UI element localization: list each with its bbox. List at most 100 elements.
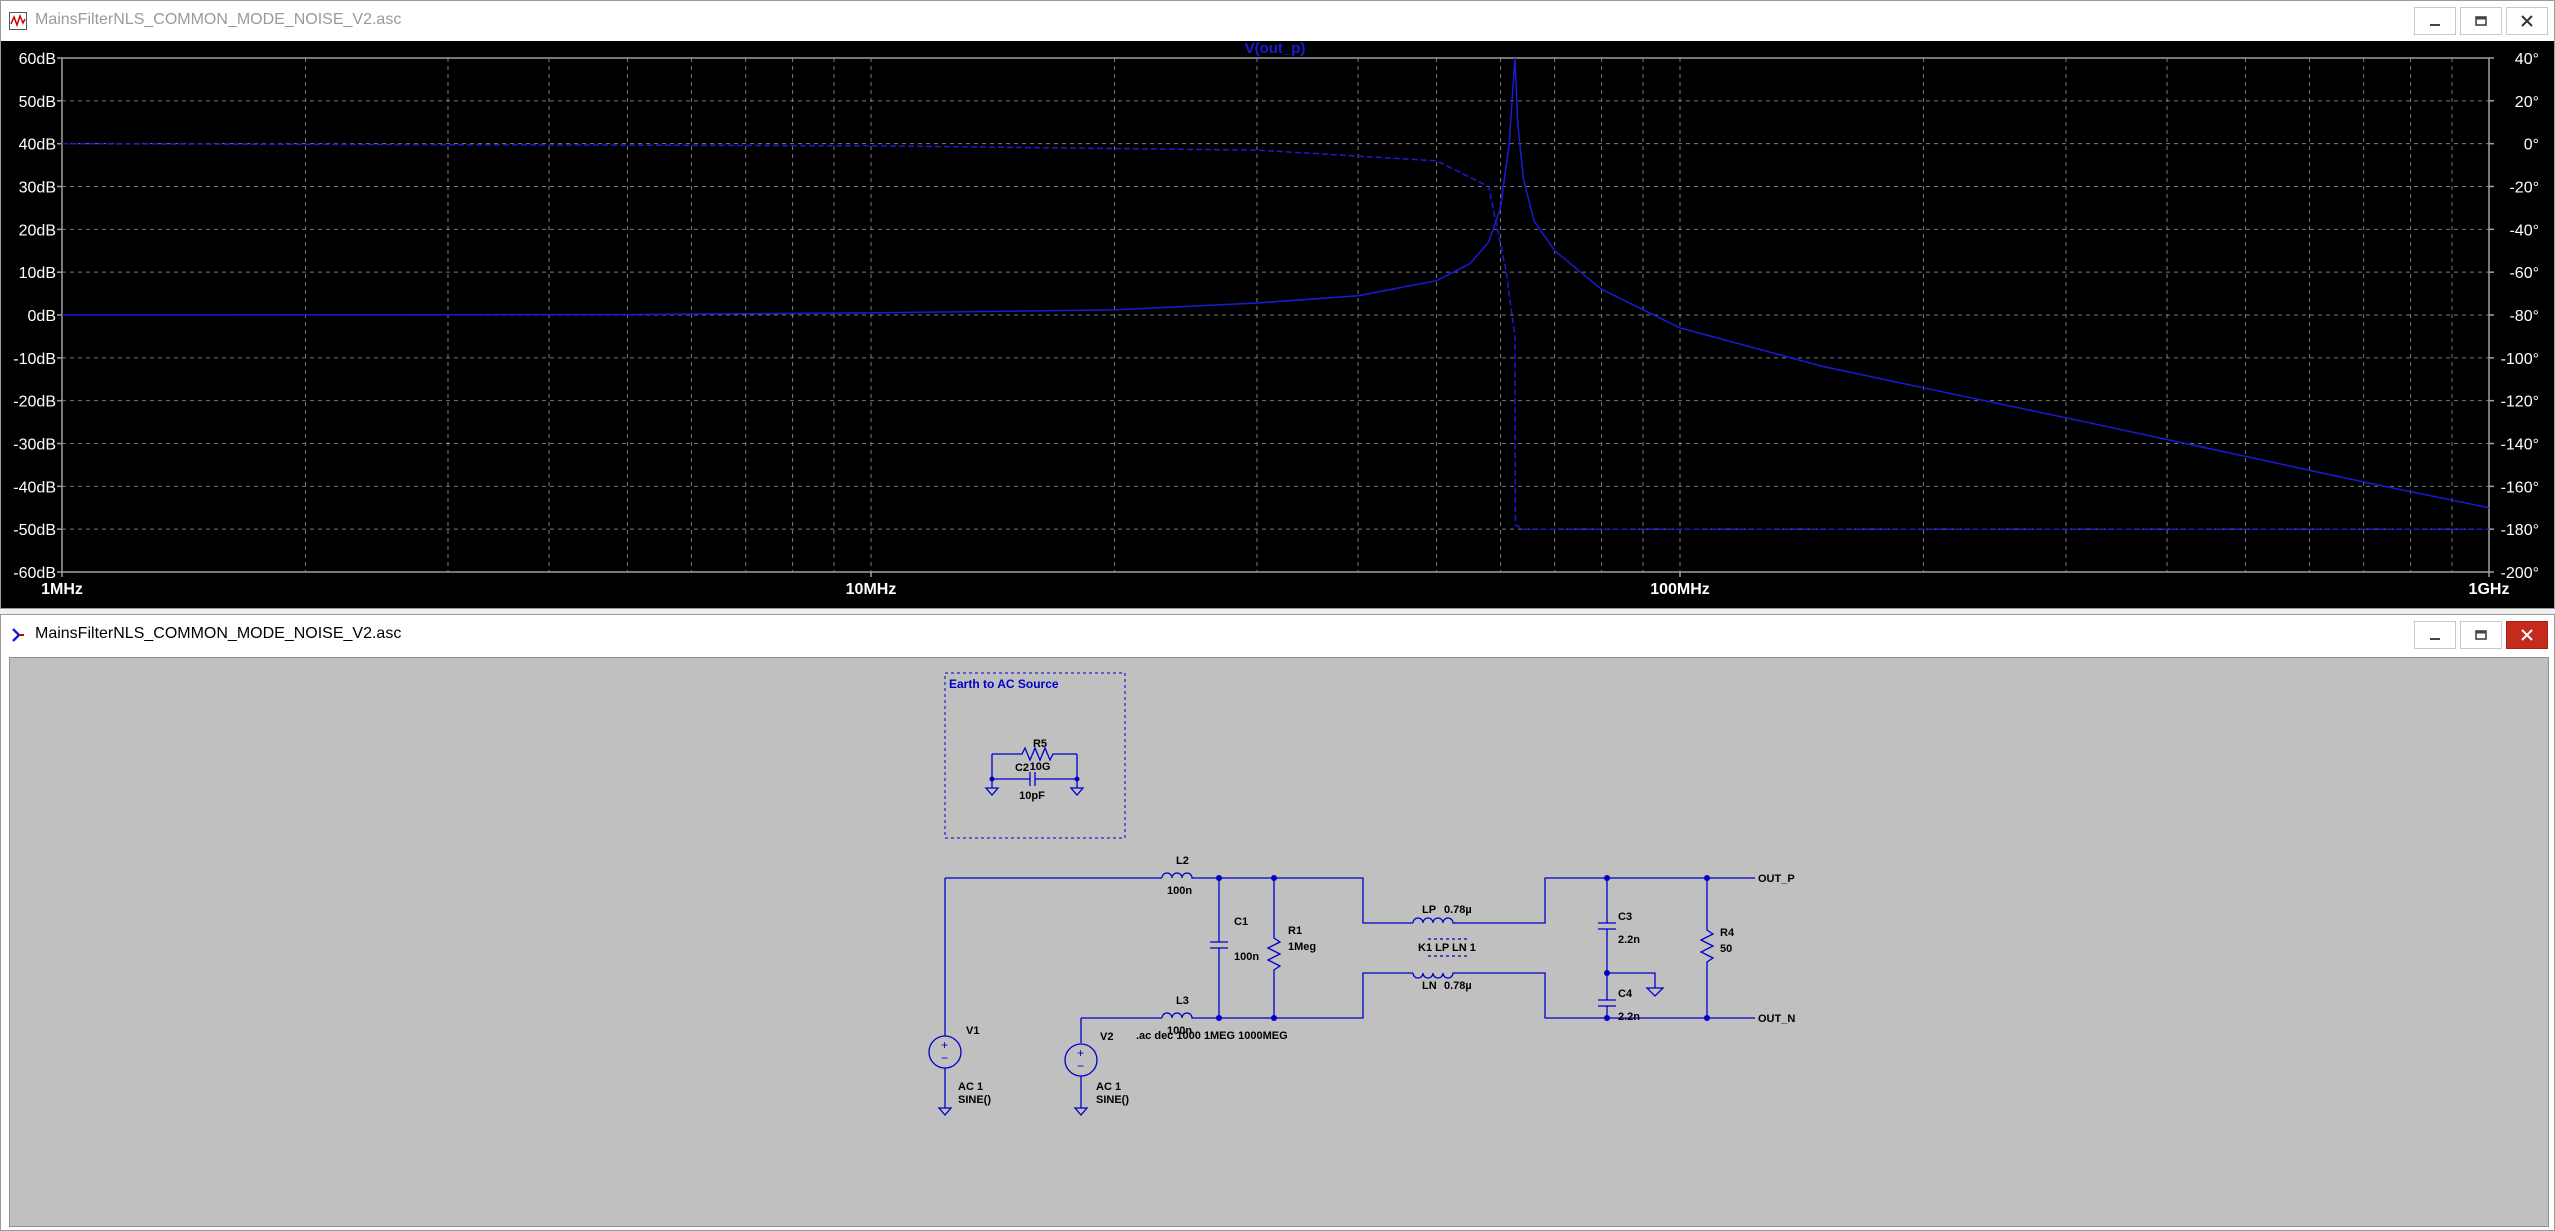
waveform-icon (9, 12, 27, 30)
x-tick-label: 1GHz (2469, 581, 2510, 598)
y-left-tick-label: 50dB (19, 94, 56, 111)
schematic-drawing[interactable]: Earth to AC Source R5 10G C2 10pF C2 (10, 658, 2548, 1226)
l2-value: 100n (1167, 885, 1192, 897)
l2-name[interactable]: L2 (1176, 855, 1189, 867)
lp-name[interactable]: LP (1422, 904, 1436, 916)
l3-name[interactable]: L3 (1176, 995, 1189, 1007)
y-right-axis: 40° 20° 0° -20° -40° -60° -80° -100° -120° -140° -… (2489, 51, 2539, 582)
y-left-tick-label: -20dB (13, 394, 56, 411)
ln-value: 0.78µ (1444, 980, 1472, 992)
y-left-tick-label: 60dB (19, 51, 56, 68)
schematic-canvas[interactable]: Earth to AC Source R5 10G C2 10pF C2 (9, 657, 2549, 1227)
y-right-tick-label: -80° (2509, 308, 2539, 325)
traces (61, 57, 2490, 530)
r5-value: 10G (1030, 761, 1051, 773)
r1-name[interactable]: R1 (1288, 925, 1302, 937)
y-left-axis: 60dB 50dB 40dB 30dB 20dB 10dB 0dB -10dB -20dB -30… (13, 51, 62, 582)
c4-value: 2.2n (1618, 1011, 1640, 1023)
capacitor-c2-symbol (992, 772, 1077, 786)
earth-to-ac-source-block[interactable]: Earth to AC Source R5 10G C2 10pF C2 (944, 672, 1126, 839)
schematic-window[interactable]: MainsFilterNLS_COMMON_MODE_NOISE_V2.asc … (0, 614, 2555, 1231)
y-right-tick-label: 0° (2524, 137, 2539, 154)
close-button[interactable] (2506, 7, 2548, 35)
close-button[interactable] (2506, 621, 2548, 649)
y-right-tick-label: -180° (2501, 522, 2539, 539)
y-left-tick-label: -10dB (13, 351, 56, 368)
inductor-l3-symbol (1161, 1012, 1195, 1019)
y-left-tick-label: -30dB (13, 437, 56, 454)
plot-window[interactable]: MainsFilterNLS_COMMON_MODE_NOISE_V2.asc … (0, 0, 2555, 609)
r1-value: 1Meg (1288, 941, 1316, 953)
x-tick-label: 100MHz (1650, 581, 1710, 598)
y-left-tick-label: 10dB (19, 265, 56, 282)
schematic-window-titlebar[interactable]: MainsFilterNLS_COMMON_MODE_NOISE_V2.asc (1, 615, 2554, 655)
y-right-tick-label: -160° (2501, 479, 2539, 496)
r5-name: R5 (1033, 738, 1047, 750)
y-right-tick-label: -200° (2501, 565, 2539, 582)
restore-button[interactable] (2460, 621, 2502, 649)
inductor-l2-symbol (1161, 872, 1195, 879)
minimize-button[interactable] (2414, 7, 2456, 35)
v2-line2: SINE() (1096, 1094, 1129, 1106)
inductors (1161, 872, 1470, 1019)
c4-name[interactable]: C4 (1618, 988, 1633, 1000)
y-left-tick-label: 40dB (19, 137, 56, 154)
net-label-out-p[interactable]: OUT_P (1758, 873, 1795, 885)
restore-icon (2475, 16, 2487, 26)
c3-name[interactable]: C3 (1618, 911, 1632, 923)
y-right-tick-label: -20° (2509, 180, 2539, 197)
ltspice-icon (12, 628, 24, 642)
y-right-tick-label: -40° (2509, 222, 2539, 239)
l3-value: 100n (1167, 1025, 1192, 1037)
lp-value: 0.78µ (1444, 904, 1472, 916)
inductor-ln-symbol (1412, 972, 1457, 979)
resistor-r5-symbol (992, 746, 1077, 762)
wires (937, 877, 1755, 1116)
v2-name[interactable]: V2 (1100, 1031, 1113, 1043)
r4-name[interactable]: R4 (1720, 927, 1735, 939)
net-label-out-n[interactable]: OUT_N (1758, 1013, 1795, 1025)
c2-value: 10pF (1019, 790, 1045, 802)
y-left-tick-label: 0dB (28, 308, 56, 325)
y-right-tick-label: -140° (2501, 437, 2539, 454)
plot-area[interactable]: 60dB 50dB 40dB 30dB 20dB 10dB 0dB -10dB -20dB -30… (1, 40, 2554, 608)
ac-analysis-directive[interactable]: .ac dec 1000 1MEG 1000MEG (1136, 1030, 1288, 1042)
v1-line2: SINE() (958, 1094, 991, 1106)
svg-text:−: − (941, 1051, 948, 1065)
plot-window-titlebar[interactable]: MainsFilterNLS_COMMON_MODE_NOISE_V2.asc (1, 1, 2554, 41)
v1-name[interactable]: V1 (966, 1025, 979, 1037)
trace-magnitude (61, 57, 2490, 509)
y-left-tick-label: 30dB (19, 180, 56, 197)
y-left-tick-label: -50dB (13, 522, 56, 539)
inductor-lp-symbol (1412, 917, 1457, 924)
close-icon (2521, 15, 2533, 27)
y-right-tick-label: -120° (2501, 394, 2539, 411)
source-v1-symbol (928, 1035, 962, 1069)
y-left-tick-label: 20dB (19, 222, 56, 239)
minimize-button[interactable] (2414, 621, 2456, 649)
y-left-tick-label: -60dB (13, 565, 56, 582)
y-right-tick-label: 40° (2515, 51, 2539, 68)
y-right-tick-label: -100° (2501, 351, 2539, 368)
svg-text:+: + (941, 1038, 948, 1052)
trace-phase (61, 142, 2489, 530)
trace-label[interactable]: V(out_p) (1245, 40, 1306, 57)
v1-line1: AC 1 (958, 1081, 983, 1093)
k1-directive[interactable]: K1 LP LN 1 (1418, 942, 1476, 954)
c1-value: 100n (1234, 951, 1259, 963)
y-right-tick-label: -60° (2509, 265, 2539, 282)
plot-window-title: MainsFilterNLS_COMMON_MODE_NOISE_V2.asc (35, 11, 402, 28)
ln-name[interactable]: LN (1422, 980, 1437, 992)
minimize-icon (2430, 24, 2440, 26)
restore-icon (2475, 630, 2487, 640)
c3-value: 2.2n (1618, 934, 1640, 946)
v2-line1: AC 1 (1096, 1081, 1121, 1093)
r4-value: 50 (1720, 943, 1732, 955)
restore-button[interactable] (2460, 7, 2502, 35)
bode-plot[interactable]: 60dB 50dB 40dB 30dB 20dB 10dB 0dB -10dB -20dB -30… (1, 40, 2554, 608)
junctions (1216, 875, 1710, 1021)
minimize-icon (2430, 638, 2440, 640)
y-right-tick-label: 20° (2515, 94, 2539, 111)
c1-name[interactable]: C1 (1234, 916, 1248, 928)
